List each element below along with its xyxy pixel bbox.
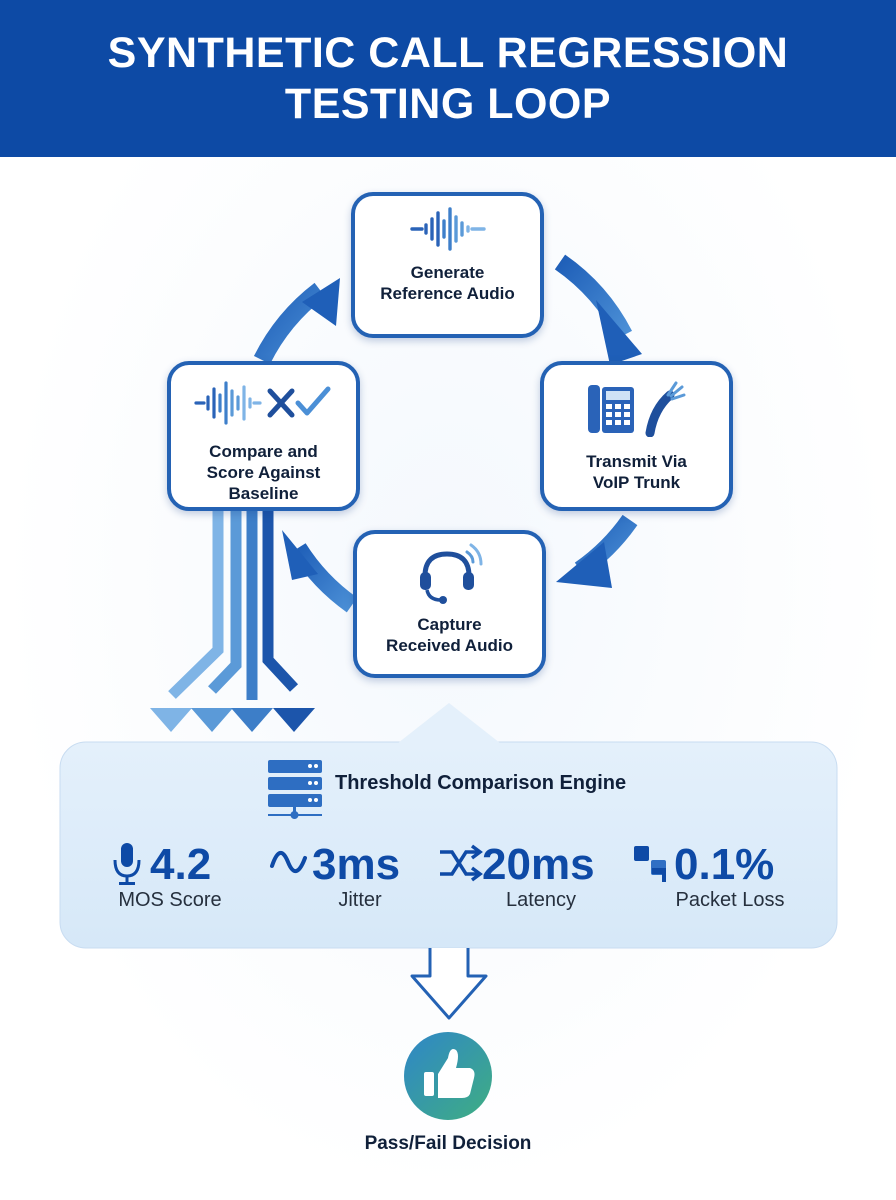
loop-arrowheads <box>282 278 642 588</box>
output-streams <box>168 510 299 700</box>
metric-packet-loss-label: Packet Loss <box>675 889 785 911</box>
desk-phone-icon <box>587 385 634 433</box>
step-generate-line1: Generate <box>410 263 485 282</box>
headset-icon <box>419 543 482 604</box>
arrow-capture-to-compare <box>290 543 358 613</box>
engine-panel <box>59 703 838 949</box>
step-compare-line1: Compare and <box>209 442 318 461</box>
title-line-2: TESTING LOOP <box>284 79 612 128</box>
waveform-check-icon <box>193 381 330 425</box>
metric-mos-label: MOS Score <box>118 889 222 911</box>
thumbs-up-icon <box>404 1032 492 1120</box>
sine-wave-icon <box>270 851 307 873</box>
title-line-1: SYNTHETIC CALL REGRESSION <box>107 28 789 77</box>
step-transmit-card: Transmit Via VoIP Trunk <box>540 361 733 511</box>
arrowhead-1 <box>596 300 642 365</box>
microphone-icon <box>113 843 141 885</box>
arrow-generate-to-transmit <box>554 254 633 340</box>
arrowhead-4 <box>302 278 340 326</box>
step-capture-line1: Capture <box>417 615 482 634</box>
metric-jitter-value: 3ms <box>312 840 401 889</box>
step-generate-line2: Reference Audio <box>380 284 515 303</box>
step-transmit-line2: VoIP Trunk <box>592 473 681 492</box>
metric-jitter-label: Jitter <box>338 889 382 911</box>
step-capture-card: Capture Received Audio <box>353 530 546 678</box>
step-capture-line2: Received Audio <box>386 636 513 655</box>
metric-latency-label: Latency <box>505 889 577 911</box>
arrowhead-2 <box>556 542 612 588</box>
step-compare-line2: Score Against <box>206 463 321 482</box>
packet-loss-icon <box>634 846 666 882</box>
metric-latency-value: 20ms <box>482 840 595 889</box>
cable-icon <box>645 381 685 437</box>
arrowhead-3 <box>282 530 318 580</box>
engine-title: Threshold Comparison Engine <box>335 772 627 794</box>
step-compare-line3: Baseline <box>228 484 299 503</box>
metric-packet-loss-value: 0.1% <box>674 840 775 889</box>
output-stream-heads <box>150 708 315 732</box>
title-banner: SYNTHETIC CALL REGRESSION TESTING LOOP <box>0 0 896 157</box>
shuffle-icon <box>440 844 483 882</box>
step-generate-card: Generate Reference Audio <box>351 192 544 338</box>
metric-mos-value: 4.2 <box>150 840 212 889</box>
decision-arrow <box>410 948 488 1020</box>
decision-label: Pass/Fail Decision <box>364 1133 532 1154</box>
step-transmit-line1: Transmit Via <box>586 452 687 471</box>
step-compare-card: Compare and Score Against Baseline <box>167 361 360 511</box>
waveform-icon <box>409 207 486 251</box>
server-stack-icon <box>268 760 322 819</box>
